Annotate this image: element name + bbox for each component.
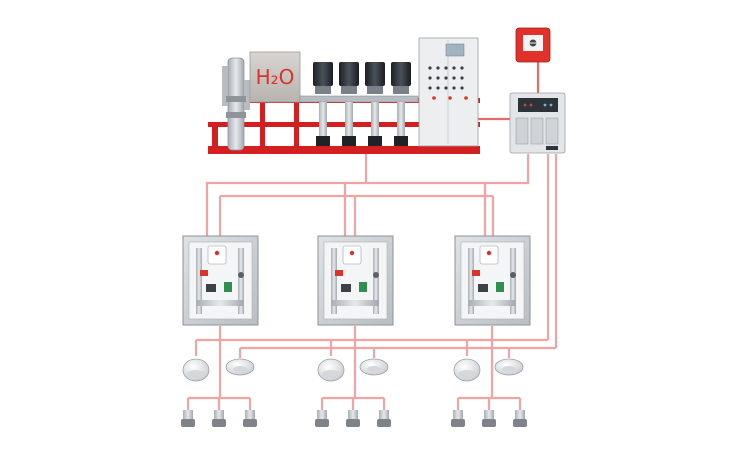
pump-station: H₂O (208, 37, 480, 154)
mist-nozzle-icon (243, 410, 257, 427)
fire-alarm-call-point-icon (515, 27, 551, 63)
pump-2 (339, 62, 359, 146)
pump-4 (391, 62, 411, 146)
nozzle-group-1 (181, 410, 257, 427)
pump-1 (313, 62, 333, 146)
heat-detector-icon (359, 358, 389, 376)
valve-cabinet-3 (454, 235, 531, 326)
nozzle-group-3 (451, 410, 527, 427)
mist-nozzle-icon (346, 410, 360, 427)
smoke-detector-icon (182, 358, 210, 382)
heat-detector-icon (225, 358, 255, 376)
pump-control-cabinet (418, 37, 479, 147)
mist-nozzle-icon (513, 410, 527, 427)
tank-label: H₂O (256, 65, 295, 89)
filter-column (222, 57, 250, 151)
mist-nozzle-icon (181, 410, 195, 427)
valve-cabinet-1 (182, 235, 259, 326)
mist-nozzle-icon (451, 410, 465, 427)
heat-detector-icon (494, 358, 524, 376)
mist-nozzle-icon (377, 410, 391, 427)
valve-cabinet-2 (317, 235, 394, 326)
smoke-detector-icon (317, 358, 345, 382)
mist-nozzle-icon (212, 410, 226, 427)
mist-nozzle-icon (315, 410, 329, 427)
fire-control-panel-icon (509, 92, 566, 154)
smoke-detector-icon (453, 358, 481, 382)
water-tank: H₂O (249, 51, 301, 103)
pump-3 (365, 62, 385, 146)
mist-nozzle-icon (482, 410, 496, 427)
nozzle-group-2 (315, 410, 391, 427)
pipe-network (186, 62, 558, 410)
